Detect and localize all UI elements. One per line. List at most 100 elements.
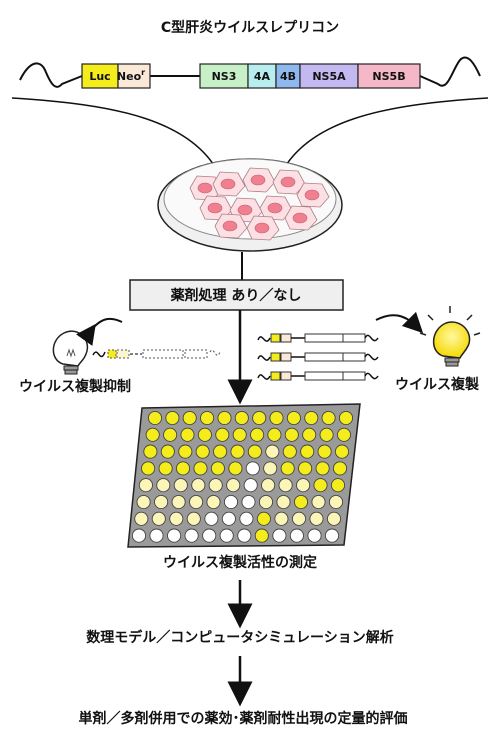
plate-well <box>147 410 163 426</box>
cell <box>242 167 276 193</box>
plate-well <box>163 427 178 442</box>
plate-well <box>304 410 319 426</box>
plate-well <box>210 461 225 476</box>
plate-well <box>265 444 280 459</box>
plate-well <box>215 427 230 442</box>
plate-well <box>293 494 309 510</box>
inhibition-branch: ウイルス複製抑制 <box>19 317 221 395</box>
plate-well <box>197 427 212 442</box>
segment-luc: Luc <box>81 63 119 89</box>
plate-well <box>182 410 197 426</box>
segment-neo: Neor <box>117 63 151 89</box>
plate-well <box>263 461 278 476</box>
plate-well <box>184 528 199 543</box>
plate-well <box>141 461 156 476</box>
plate-well <box>160 444 175 459</box>
plate-well <box>289 528 304 543</box>
plate-well <box>208 478 223 493</box>
plate-well <box>202 528 217 543</box>
plate-well <box>230 444 245 459</box>
treatment-box: 薬剤処理 あり／なし <box>129 279 344 311</box>
treatment-label: 薬剤処理 あり／なし <box>171 287 302 304</box>
plate-well <box>243 478 258 493</box>
plate-well <box>298 461 313 476</box>
plate-well <box>317 444 332 459</box>
plate-well <box>217 410 232 426</box>
plate-well <box>300 444 315 459</box>
plate-well <box>284 427 299 442</box>
plate-well <box>131 528 147 543</box>
plate-well <box>319 427 334 442</box>
segment-ns5a: NS5A <box>299 63 359 89</box>
plate-well <box>149 528 164 543</box>
plate-well <box>180 427 195 442</box>
plate-well <box>258 494 274 510</box>
cell <box>214 213 248 239</box>
plate-well <box>254 528 269 543</box>
plate-well <box>338 410 354 426</box>
plate-well <box>247 444 262 459</box>
segment-label: NS5B <box>372 70 405 83</box>
plate-well <box>245 461 260 476</box>
plate-well <box>276 494 291 510</box>
simulation-step-label: 数理モデル／コンピュータシミュレーション解析 <box>86 629 393 646</box>
plate-well <box>302 427 317 442</box>
replicon-rna-icon <box>257 352 379 362</box>
plate-label: ウイルス複製活性の測定 <box>163 554 317 571</box>
plate-well <box>328 494 344 510</box>
inhibition-label: ウイルス複製抑制 <box>19 378 131 395</box>
replicon-rna-icon <box>257 333 379 343</box>
plate-well <box>189 494 204 510</box>
plate-well <box>204 511 219 526</box>
segment-label: 4B <box>280 70 296 83</box>
plate-well <box>228 461 243 476</box>
plate-well <box>178 444 193 459</box>
plate-well <box>267 427 282 442</box>
replication-label: ウイルス複製 <box>395 376 479 393</box>
plate-well <box>280 461 295 476</box>
plate-well <box>269 410 284 426</box>
plate-well <box>252 410 267 426</box>
plate-well <box>286 410 301 426</box>
cell <box>284 205 318 231</box>
plate-well <box>193 461 208 476</box>
plate-well <box>213 444 228 459</box>
segment-ns5b: NS5B <box>357 63 421 89</box>
plate-well <box>330 478 346 493</box>
plate-well <box>282 444 297 459</box>
transfection-curve-right <box>275 97 489 186</box>
plate-well <box>313 478 328 493</box>
plate-well <box>200 410 215 426</box>
lightbulb-on-icon <box>419 306 481 367</box>
evaluation-step-label: 単剤／多剤併用での薬効･薬剤耐性出現の定量的評価 <box>79 710 408 727</box>
plate-well <box>145 427 160 442</box>
replicon-title: C型肝炎ウイルスレプリコン <box>161 19 339 36</box>
plate-well <box>206 494 221 510</box>
segment-label: Luc <box>89 70 110 83</box>
plate-well <box>311 494 326 510</box>
plate-well <box>167 528 182 543</box>
plate-well <box>134 511 149 526</box>
plate-well <box>223 494 239 510</box>
plate-well <box>219 528 234 543</box>
plate-well <box>191 478 206 493</box>
plate-well <box>165 410 180 426</box>
replicon-rna-icon <box>257 371 379 381</box>
plate-well <box>138 478 153 493</box>
plate-well <box>250 427 265 442</box>
plate-well <box>226 478 241 493</box>
cell <box>296 182 330 208</box>
plate-well <box>274 511 289 526</box>
plate-well <box>234 410 249 426</box>
plate-well <box>315 461 330 476</box>
plate-well <box>169 511 184 526</box>
segment-4a: 4A <box>247 63 277 89</box>
segment-label: Neor <box>117 68 145 83</box>
petri-dish <box>157 158 343 252</box>
plate-well <box>296 478 311 493</box>
plate-well <box>307 528 322 543</box>
plate-well <box>336 427 352 442</box>
plate-well <box>151 511 166 526</box>
